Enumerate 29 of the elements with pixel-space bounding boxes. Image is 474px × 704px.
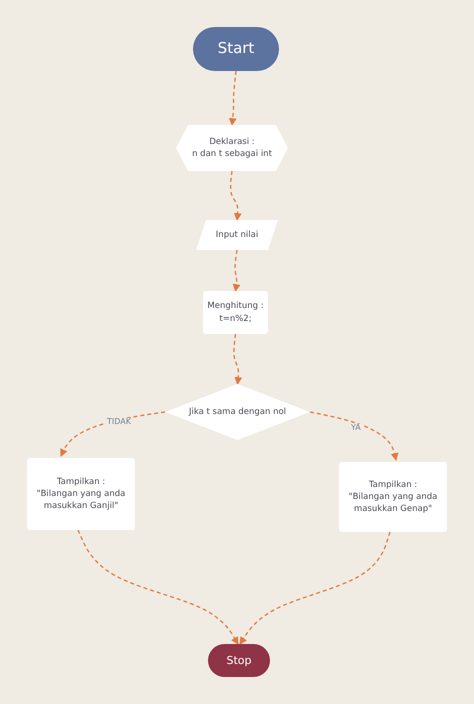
node-heading: Tampilkan : bbox=[56, 476, 106, 488]
output-box bbox=[27, 458, 135, 530]
node-text: n dan t sebagai int bbox=[192, 148, 272, 160]
start-terminal bbox=[193, 27, 279, 71]
node-text: Start bbox=[218, 38, 254, 60]
node-text: Stop bbox=[226, 652, 252, 668]
process-box bbox=[203, 291, 268, 334]
edge-label: YA bbox=[350, 424, 362, 433]
node-text: "Bilangan yang anda masukkan Ganjil" bbox=[36, 488, 126, 512]
node-heading: Deklarasi : bbox=[209, 136, 255, 148]
arrow bbox=[77, 530, 239, 645]
output-box bbox=[339, 462, 447, 532]
input-parallelogram bbox=[196, 220, 278, 250]
node-text: Input nilai bbox=[216, 228, 258, 242]
arrow bbox=[239, 532, 391, 645]
stop-terminal bbox=[208, 644, 270, 677]
arrow bbox=[228, 70, 237, 126]
node-heading: Tampilkan : bbox=[368, 478, 418, 491]
arrow bbox=[232, 250, 240, 292]
decision-diamond bbox=[165, 384, 310, 440]
arrow bbox=[310, 411, 398, 461]
declaration-hexagon bbox=[176, 125, 288, 171]
edge-label: TIDAK bbox=[106, 418, 132, 427]
node-text: Jika t sama dengan nol bbox=[188, 406, 286, 418]
arrow bbox=[230, 170, 242, 221]
node-text: "Bilangan yang anda masukkan Genap" bbox=[348, 490, 438, 516]
arrow bbox=[233, 334, 242, 385]
node-text: t=n%2; bbox=[219, 312, 252, 325]
node-heading: Menghitung : bbox=[207, 300, 264, 312]
